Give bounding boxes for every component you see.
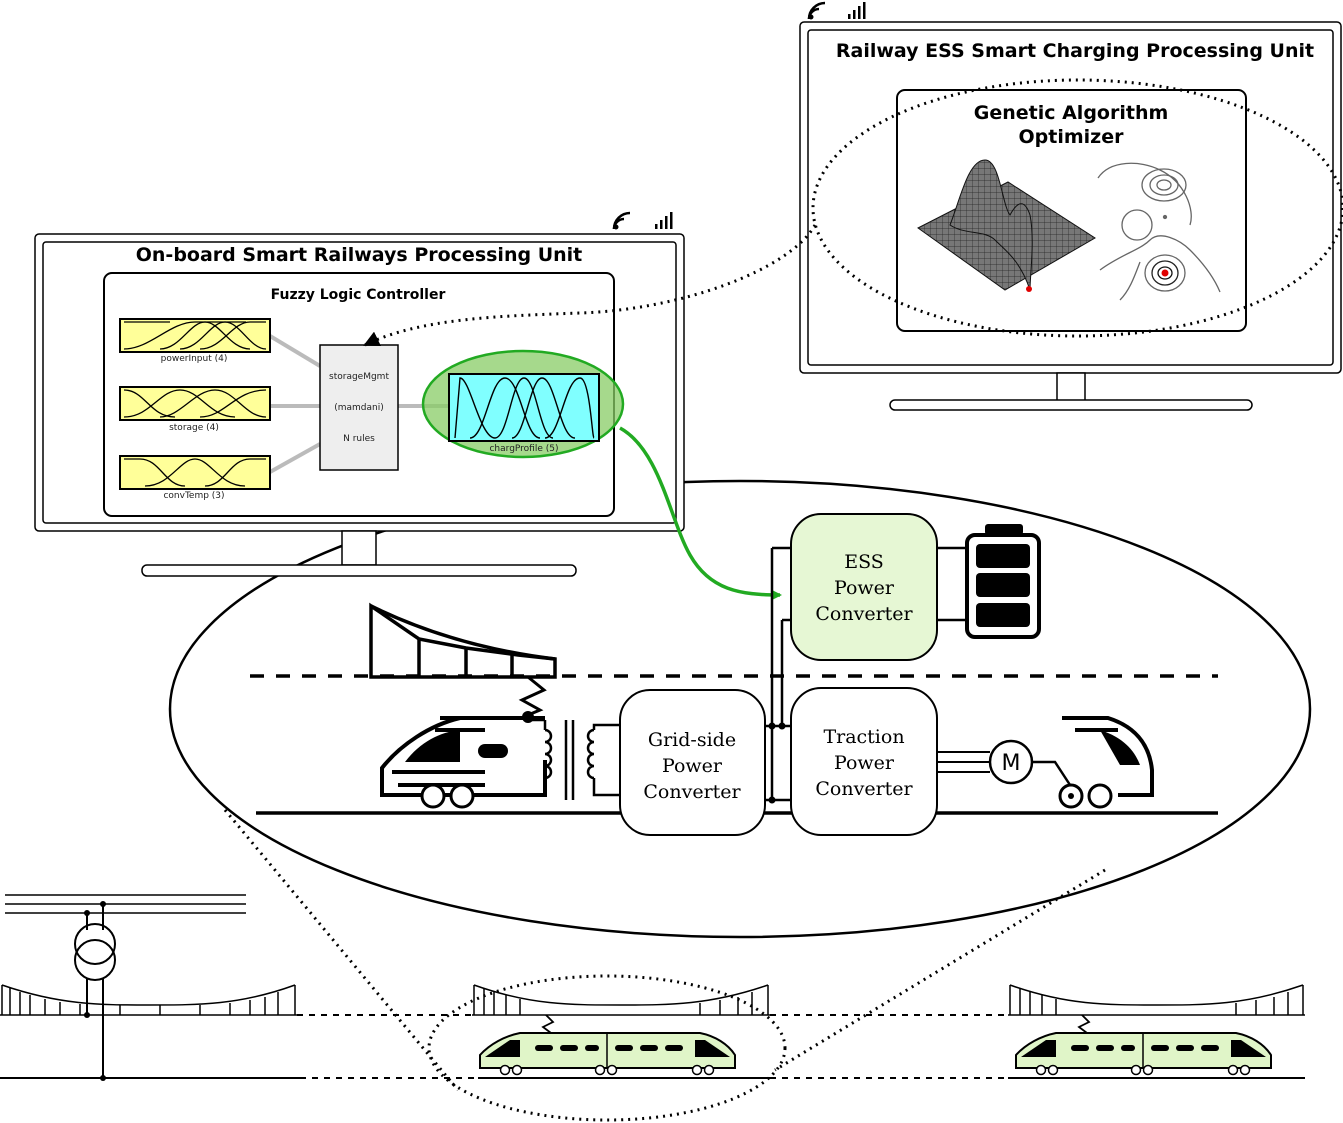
- wheel-icon: [1087, 783, 1113, 809]
- controller-title: Fuzzy Logic Controller: [271, 287, 446, 303]
- catenary-span-2: [472, 984, 770, 1016]
- node-dot: [768, 796, 776, 804]
- output-block-chargprofile: [448, 373, 600, 442]
- wifi-icon-remote: [807, 1, 826, 20]
- optimizer-to-controller-arrow: [363, 224, 817, 347]
- power-line: [5, 894, 246, 914]
- signal-icon-remote: [848, 2, 866, 19]
- onboard-title: On-board Smart Railways Processing Unit: [136, 244, 583, 266]
- optimum-marker: [1161, 269, 1169, 277]
- rule-block-name: storageMgmt: [329, 372, 389, 382]
- right-locomotive-icon: [1062, 716, 1154, 797]
- train-dotted-ellipse: [427, 974, 787, 1122]
- traction-converter-label-3: Converter: [815, 778, 913, 800]
- rule-block-type: (mamdani): [334, 403, 384, 413]
- wheel-hub: [1068, 793, 1074, 799]
- motor-shaft: [1032, 760, 1074, 789]
- substation-transformer-icon: [74, 904, 116, 1078]
- grid-side-converter: [619, 689, 766, 836]
- control-signal-arrow: [619, 426, 782, 600]
- remote-title: Railway ESS Smart Charging Processing Un…: [836, 40, 1314, 62]
- motor-label: M: [1002, 751, 1021, 776]
- grid-converter-label-2: Power: [662, 755, 723, 777]
- node-dot: [778, 722, 786, 730]
- motor-wires: [937, 751, 990, 773]
- battery-icon: [937, 524, 1041, 639]
- zoom-ellipse: [168, 479, 1312, 939]
- input-block-storage: [119, 386, 271, 421]
- input-label-storage: storage (4): [169, 423, 219, 433]
- zoom-line-left: [223, 809, 460, 1091]
- ess-converter-label-2: Power: [834, 577, 895, 599]
- input-block-convtemp: [119, 455, 271, 490]
- contour-plot-icon: [1097, 162, 1221, 301]
- train-icon: [1015, 1014, 1272, 1076]
- left-loco-window-icon: [405, 730, 460, 762]
- zoom-line-right: [774, 868, 1106, 1072]
- ess-converter: [790, 513, 938, 661]
- dc-link-wiring: [765, 546, 791, 802]
- transformer-icon: [528, 718, 620, 800]
- ess-converter-label-3: Converter: [815, 603, 913, 625]
- catenary-span-3: [1008, 984, 1305, 1016]
- surface-plot-icon: [917, 159, 1096, 292]
- optimizer-title-2: Optimizer: [1019, 126, 1125, 148]
- pantograph-icon: [518, 675, 547, 717]
- optimizer-dotted-ellipse: [811, 78, 1343, 338]
- output-label-chargprofile: chargProfile (5): [489, 444, 558, 454]
- ess-converter-label-1: ESS: [844, 551, 884, 573]
- grid-converter-label-1: Grid-side: [648, 729, 736, 751]
- catenary-span-1: [0, 984, 297, 1016]
- left-locomotive-icon: [380, 716, 547, 797]
- right-loco-window-icon: [1100, 730, 1140, 765]
- signal-icon: [655, 212, 673, 229]
- train-icon-active: [479, 1014, 736, 1076]
- wifi-icon: [612, 211, 631, 230]
- optimizer-title-1: Genetic Algorithm: [974, 102, 1169, 124]
- traction-converter-label-2: Power: [834, 752, 895, 774]
- wheel-icon: [420, 783, 446, 809]
- rule-block: [319, 344, 399, 471]
- input-block-powerinput: [119, 318, 271, 353]
- catenary-mast-icon: [369, 602, 557, 679]
- input-label-convtemp: convTemp (3): [163, 491, 224, 501]
- grid-converter-label-3: Converter: [643, 781, 741, 803]
- wheel-icon: [449, 783, 475, 809]
- input-label-powerinput: powerInput (4): [161, 354, 228, 364]
- traction-converter-label-1: Traction: [823, 726, 904, 748]
- node-dot: [768, 722, 776, 730]
- rule-block-rules: N rules: [343, 434, 375, 444]
- left-loco-door-icon: [478, 744, 508, 758]
